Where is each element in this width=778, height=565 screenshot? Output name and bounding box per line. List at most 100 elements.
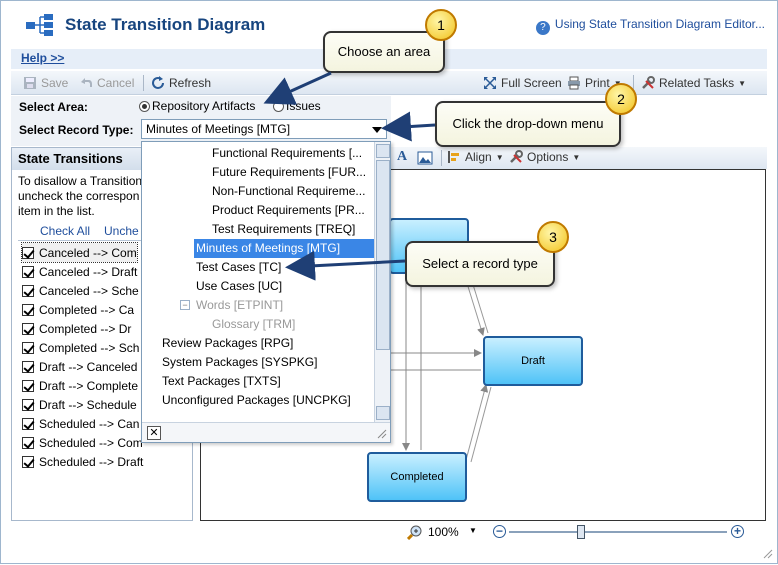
list-actions: Check All Unche (18, 222, 192, 240)
select-record-type-label: Select Record Type: (19, 123, 134, 137)
related-tasks-label: Related Tasks (659, 76, 735, 90)
callout-select-record-type: Select a record type (405, 241, 555, 287)
transition-item[interactable]: Draft --> Complete (22, 376, 138, 395)
chevron-down-icon[interactable]: ▼ (469, 526, 477, 535)
transition-item[interactable]: Completed --> Dr (22, 319, 131, 338)
collapse-icon[interactable]: − (180, 300, 190, 310)
checkbox-checked-icon[interactable] (22, 360, 34, 373)
dropdown-option[interactable]: Test Cases [TC] (196, 260, 282, 274)
related-tasks-button[interactable]: Related Tasks ▼ (641, 76, 746, 90)
scroll-up-icon[interactable] (376, 144, 390, 158)
transition-label: Draft --> Complete (39, 378, 139, 393)
dropdown-option[interactable]: Text Packages [TXTS] (162, 374, 281, 388)
zoom-magnifier-icon[interactable] (407, 524, 423, 540)
record-type-select[interactable]: Minutes of Meetings [MTG] (141, 119, 387, 139)
selection-form: Select Area: Repository Artifacts Issues… (11, 96, 391, 146)
record-type-value: Minutes of Meetings [MTG] (146, 122, 291, 136)
dropdown-option[interactable]: Future Requirements [FUR... (212, 165, 367, 179)
transition-item[interactable]: Scheduled --> Draft (22, 452, 143, 471)
toolbar-divider (441, 150, 442, 166)
radio-label: Repository Artifacts (152, 99, 256, 113)
save-button[interactable]: Save (23, 76, 68, 90)
expand-icon (484, 77, 496, 89)
radio-unselected-icon (273, 100, 284, 112)
scroll-down-icon[interactable] (376, 406, 390, 420)
dropdown-option[interactable]: System Packages [SYSPKG] (162, 355, 318, 369)
radio-issues[interactable]: Issues (273, 99, 321, 113)
help-topic-label: Using State Transition Diagram Editor... (554, 17, 765, 31)
font-style-icon[interactable]: A (397, 149, 408, 164)
transition-item[interactable]: Completed --> Sch (22, 338, 139, 357)
checkbox-checked-icon[interactable] (22, 379, 34, 392)
checkbox-checked-icon[interactable] (22, 341, 34, 354)
resize-grip-icon[interactable] (377, 429, 387, 439)
checkbox-checked-icon[interactable] (22, 417, 34, 430)
radio-repository-artifacts[interactable]: Repository Artifacts (139, 99, 255, 113)
refresh-button[interactable]: Refresh (151, 76, 211, 90)
transition-item[interactable]: Scheduled --> Can (22, 414, 139, 433)
checkbox-checked-icon[interactable] (22, 322, 34, 335)
transition-item[interactable]: Canceled --> Com (21, 242, 138, 263)
chevron-down-icon: ▼ (495, 152, 504, 162)
tools-icon (642, 76, 655, 89)
options-button[interactable]: Options ▼ (509, 150, 580, 164)
checkbox-checked-icon[interactable] (22, 398, 34, 411)
help-toggle-link[interactable]: Help >> (21, 51, 65, 65)
align-button[interactable]: Align ▼ (447, 150, 504, 164)
dropdown-option[interactable]: Review Packages [RPG] (162, 336, 294, 350)
zoom-level[interactable]: 100% (428, 525, 459, 539)
description-line: To disallow a Transition (18, 174, 143, 188)
check-all-link[interactable]: Check All (40, 224, 91, 238)
checkbox-checked-icon[interactable] (22, 455, 34, 468)
transition-item[interactable]: Draft --> Schedule (22, 395, 137, 414)
uncheck-all-link[interactable]: Unche (104, 224, 139, 238)
dropdown-option-selected[interactable]: Minutes of Meetings [MTG] (194, 239, 374, 258)
cancel-button[interactable]: Cancel (79, 76, 134, 90)
dropdown-option[interactable]: Test Requirements [TREQ] (212, 222, 356, 236)
image-icon[interactable] (417, 151, 433, 165)
step-badge: 2 (605, 83, 637, 115)
dropdown-footer: ✕ (142, 422, 390, 442)
dropdown-option[interactable]: Product Requirements [PR... (212, 203, 365, 217)
help-topic-link[interactable]: ?Using State Transition Diagram Editor..… (535, 17, 765, 35)
options-label: Options (527, 150, 569, 164)
refresh-label: Refresh (169, 76, 212, 90)
dropdown-option[interactable]: Non-Functional Requireme... (212, 184, 366, 198)
step-badge: 1 (425, 9, 457, 41)
full-screen-label: Full Screen (501, 76, 562, 90)
zoom-in-button[interactable]: + (731, 525, 744, 538)
zoom-slider-thumb[interactable] (577, 525, 585, 539)
scroll-thumb[interactable] (376, 160, 390, 350)
transition-label: Scheduled --> Com (39, 435, 143, 450)
close-icon[interactable]: ✕ (147, 426, 161, 440)
transition-item[interactable]: Scheduled --> Com (22, 433, 143, 452)
state-node[interactable]: Completed (367, 452, 467, 502)
callout-text: Select a record type (422, 256, 538, 271)
transition-item[interactable]: Canceled --> Draft (22, 262, 137, 281)
dropdown-option[interactable]: Unconfigured Packages [UNCPKG] (162, 393, 351, 407)
full-screen-button[interactable]: Full Screen (483, 76, 562, 90)
align-icon (448, 151, 459, 163)
refresh-icon (152, 76, 164, 89)
checkbox-checked-icon[interactable] (22, 284, 34, 297)
canvas-toolbar: A Align ▼ Options ▼ (391, 147, 767, 169)
checkbox-checked-icon[interactable] (22, 303, 34, 316)
dropdown-scrollbar[interactable] (374, 142, 390, 422)
transition-item[interactable]: Completed --> Ca (22, 300, 134, 319)
zoom-out-button[interactable]: − (493, 525, 506, 538)
radio-label: Issues (286, 99, 321, 113)
state-node[interactable]: Draft (483, 336, 583, 386)
checkbox-checked-icon[interactable] (22, 436, 34, 449)
save-icon (24, 77, 36, 89)
transition-label: Completed --> Dr (39, 321, 132, 336)
select-area-label: Select Area: (19, 100, 88, 114)
dropdown-option[interactable]: Use Cases [UC] (196, 279, 283, 293)
checkbox-checked-icon[interactable] (22, 246, 34, 259)
callout-choose-area: Choose an area (323, 31, 445, 73)
transition-item[interactable]: Draft --> Canceled (22, 357, 137, 376)
window-resize-grip-icon[interactable] (763, 549, 773, 559)
dropdown-option[interactable]: Functional Requirements [... (212, 146, 363, 160)
zoom-slider-track[interactable] (509, 531, 727, 533)
checkbox-checked-icon[interactable] (22, 265, 34, 278)
transition-item[interactable]: Canceled --> Sche (22, 281, 139, 300)
